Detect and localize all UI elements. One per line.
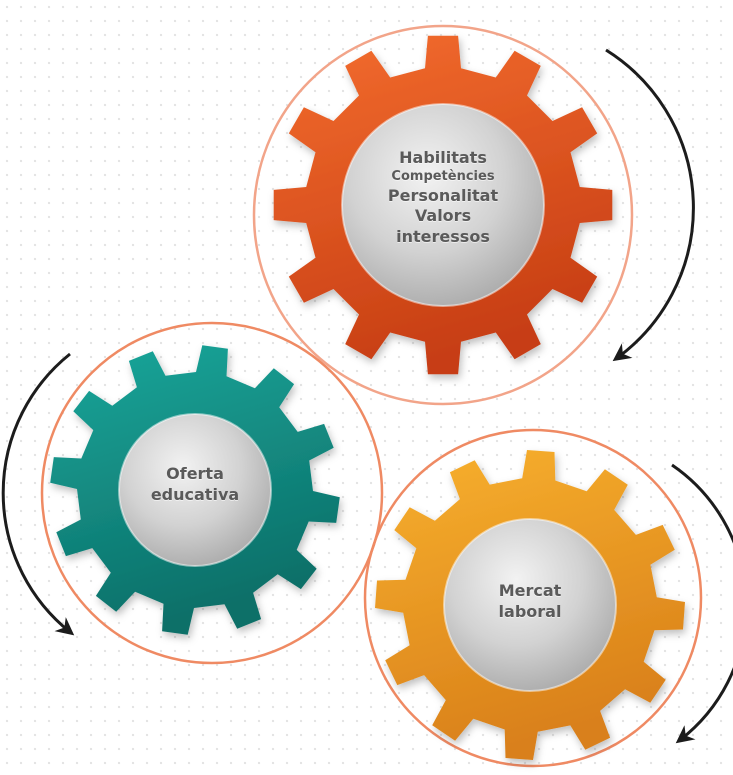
- gear-label-right: Mercat laboral: [460, 581, 600, 623]
- gear-hub-top: [341, 103, 545, 307]
- gear-ring-right: [363, 428, 703, 768]
- rotation-arrow-top: [605, 48, 695, 362]
- gear-hub-left: [118, 413, 272, 567]
- rotation-arrow-right: [671, 463, 733, 744]
- rotation-arrow-left: [1, 352, 75, 636]
- label-educativa: educativa: [150, 484, 240, 504]
- label-oferta: Oferta: [166, 464, 224, 483]
- label-interessos: interessos: [396, 227, 490, 247]
- label-personalitat: Personalitat: [387, 185, 499, 205]
- gear-ring-left: [40, 321, 384, 665]
- label-habilitats: Habilitats: [399, 148, 487, 167]
- gear-hub-right: [443, 518, 617, 692]
- label-valors: Valors: [414, 206, 472, 226]
- gear-ring-top: [252, 24, 634, 406]
- label-laboral: laboral: [498, 601, 562, 621]
- gear-label-top: Habilitats Competències Personalitat Val…: [343, 148, 543, 248]
- label-competencies: Competències: [391, 168, 495, 184]
- gear-label-left: Oferta educativa: [125, 464, 265, 506]
- label-mercat: Mercat: [498, 581, 562, 600]
